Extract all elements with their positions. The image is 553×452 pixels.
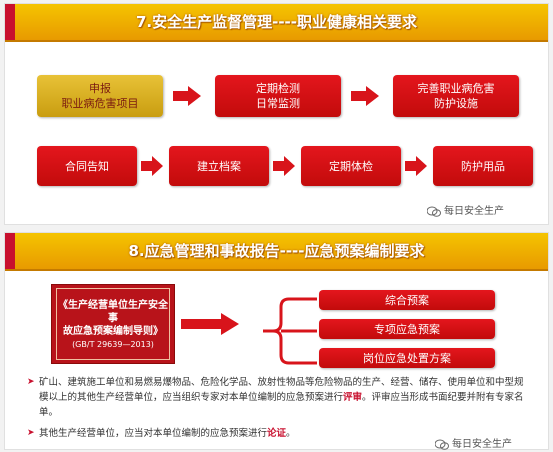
banner-tag	[5, 233, 15, 269]
guideline-box: 《生产经营单位生产安全事 故应急预案编制导则》 (GB/T 29639—2013…	[51, 284, 175, 364]
arrow-right-icon	[141, 156, 163, 176]
step-protective-equipment: 防护用品	[433, 146, 533, 186]
step-protective-facilities: 完善职业病危害 防护设施	[393, 75, 519, 117]
wechat-icon	[435, 439, 449, 450]
bracket-connector	[263, 297, 317, 365]
highlight-review: 评审	[343, 392, 363, 403]
guideline-code: (GB/T 29639—2013)	[72, 340, 154, 349]
section-title: 8.应急管理和事故报告----应急预案编制要求	[128, 242, 425, 260]
step-contract-notice: 合同告知	[37, 146, 137, 186]
step-declare: 申报 职业病危害项目	[37, 75, 163, 117]
highlight-demonstration: 论证	[267, 428, 287, 439]
wechat-icon	[427, 206, 441, 217]
arrow-right-icon	[351, 86, 379, 106]
section-banner: 7.安全生产监督管理----职业健康相关要求	[5, 4, 548, 42]
occupational-health-panel: 7.安全生产监督管理----职业健康相关要求 申报 职业病危害项目 定期检测 日…	[4, 3, 549, 225]
watermark-text: 每日安全生产	[444, 206, 504, 217]
step-monitoring: 定期检测 日常监测	[215, 75, 341, 117]
bullet-arrow-icon: ➤	[27, 428, 35, 438]
bullet-arrow-icon: ➤	[27, 377, 35, 387]
list-item: ➤ 矿山、建筑施工单位和易燃易爆物品、危险化学品、放射性物品等危险物品的生产、经…	[27, 377, 524, 418]
section-title: 7.安全生产监督管理----职业健康相关要求	[135, 13, 418, 31]
watermark: 每日安全生产	[435, 435, 512, 450]
step-build-records: 建立档案	[169, 146, 269, 186]
arrow-right-icon	[273, 156, 295, 176]
list-item: ➤ 其他生产经营单位，应当对本单位编制的应急预案进行论证。	[27, 428, 296, 439]
emergency-plan-panel: 8.应急管理和事故报告----应急预案编制要求 《生产经营单位生产安全事 故应急…	[4, 232, 549, 450]
plan-special: 专项应急预案	[319, 319, 495, 339]
plan-comprehensive: 综合预案	[319, 290, 495, 310]
arrow-right-icon	[173, 86, 201, 106]
watermark: 每日安全生产	[427, 202, 504, 217]
section-banner: 8.应急管理和事故报告----应急预案编制要求	[5, 233, 548, 271]
step-physical-exam: 定期体检	[301, 146, 401, 186]
arrow-right-icon	[405, 156, 427, 176]
arrow-right-icon	[181, 313, 239, 335]
guideline-title: 《生产经营单位生产安全事 故应急预案编制导则》	[58, 300, 168, 337]
watermark-text: 每日安全生产	[452, 439, 512, 450]
banner-tag	[5, 4, 15, 40]
plan-onsite: 岗位应急处置方案	[319, 348, 495, 368]
